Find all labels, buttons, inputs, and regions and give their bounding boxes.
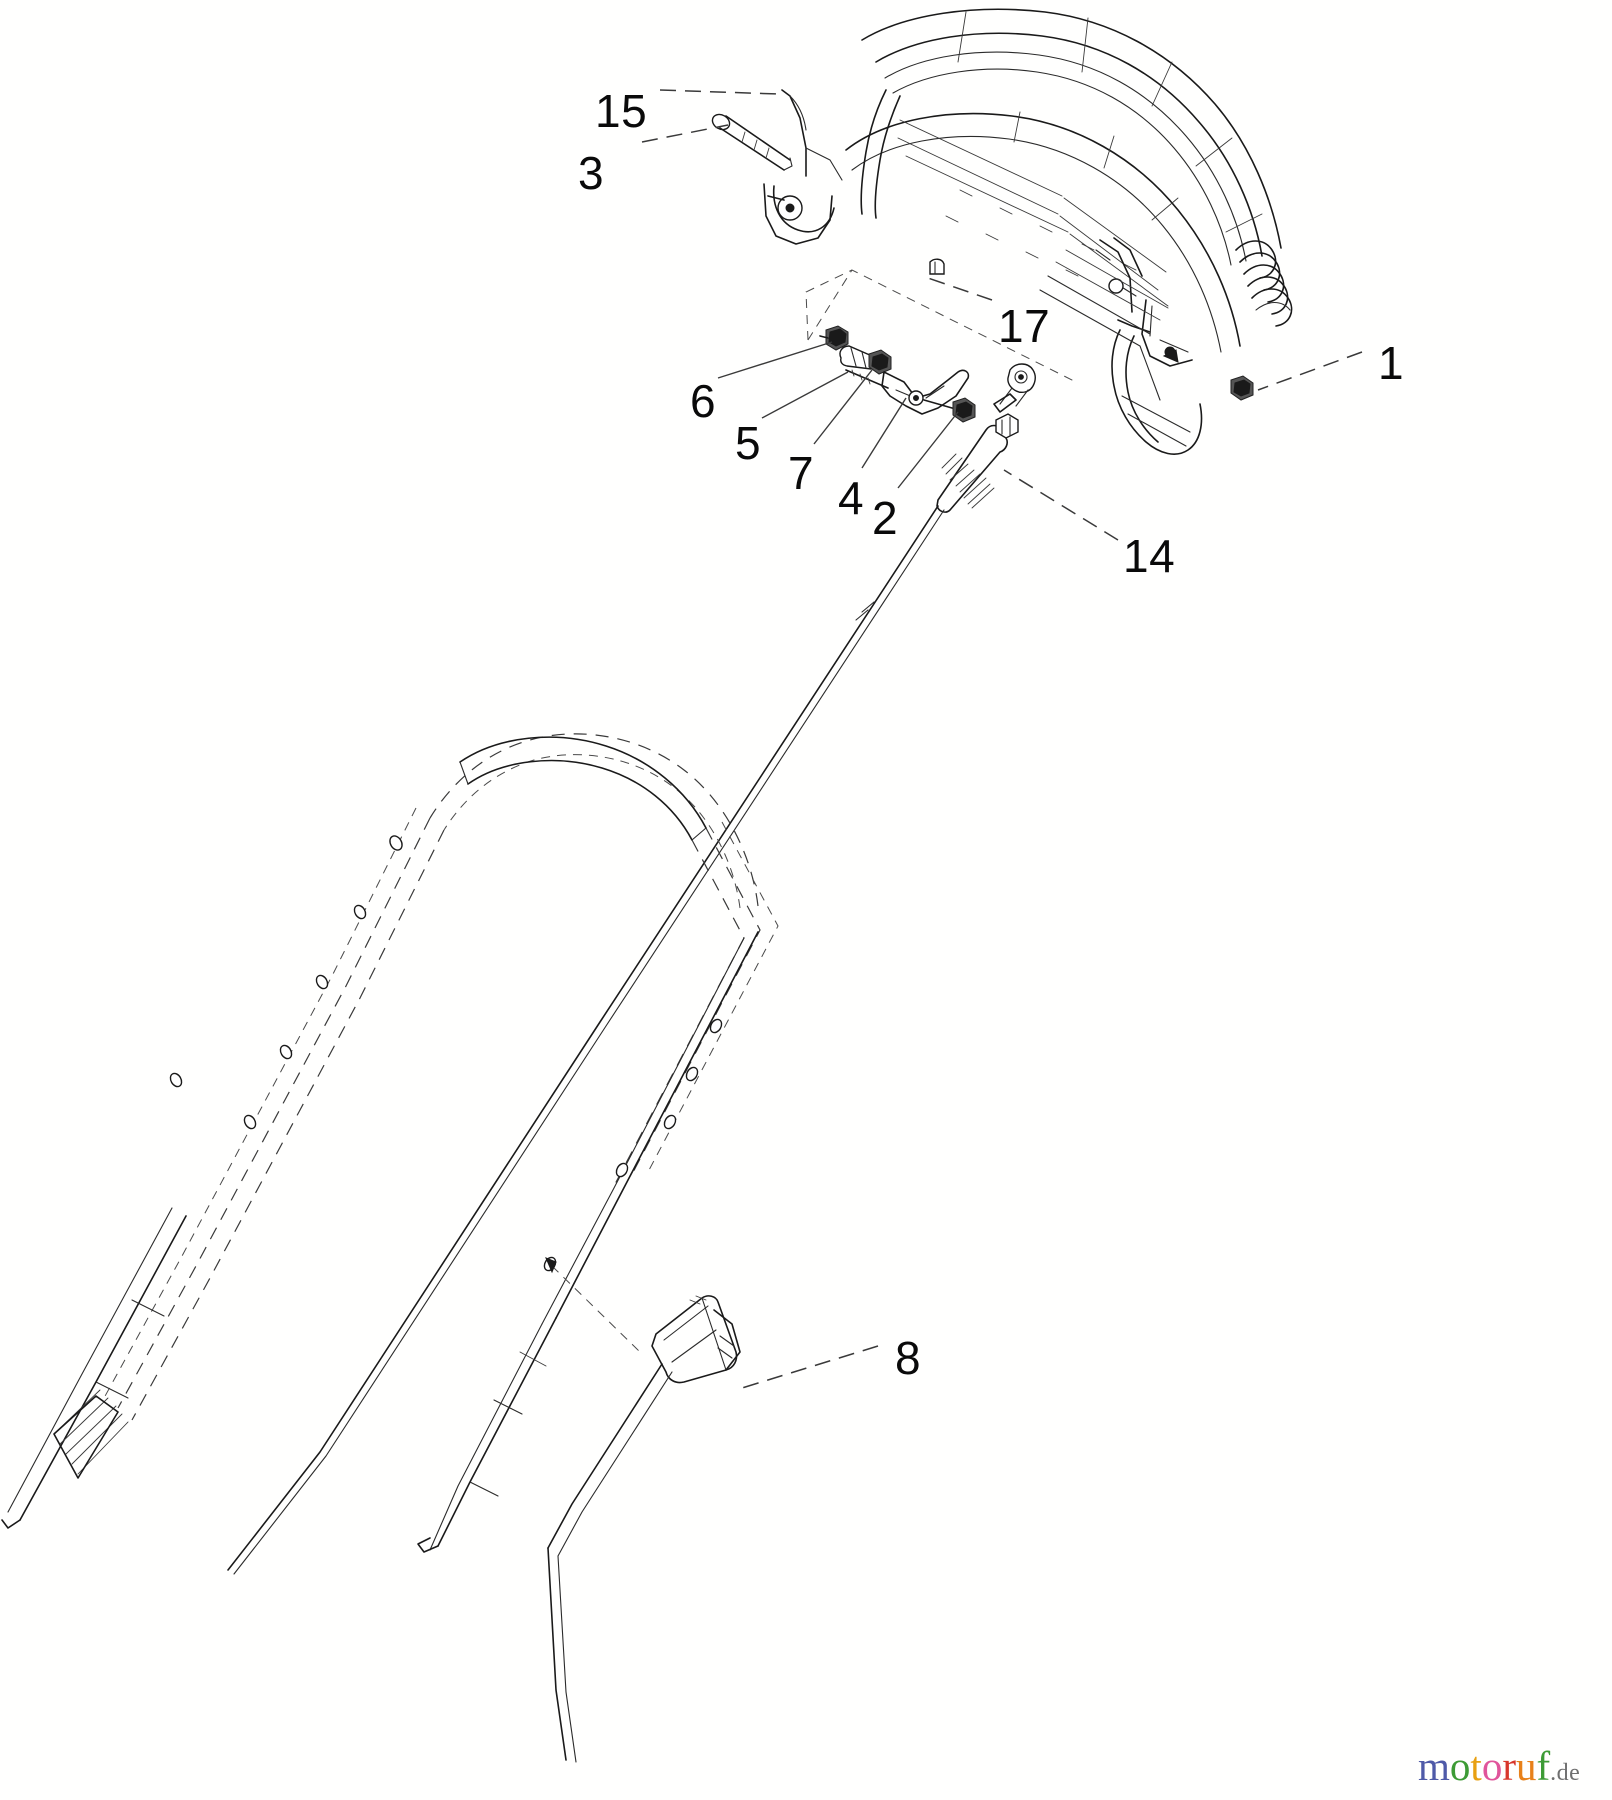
- nut-part-7: [868, 349, 892, 375]
- nut-part-1: [1230, 375, 1254, 401]
- callout-14: 14: [1123, 530, 1176, 582]
- callout-17: 17: [998, 300, 1051, 352]
- callout-15: 15: [595, 85, 648, 137]
- motoruf-watermark: motoruf.de: [1418, 1746, 1580, 1787]
- callout-4: 4: [838, 472, 865, 524]
- watermark-letter-r: r: [1502, 1743, 1516, 1789]
- leader-8: [741, 1345, 879, 1389]
- leader-lines: [641, 89, 1363, 1389]
- watermark-letter-o1: o: [1449, 1743, 1471, 1789]
- cable-upper-fitting: [999, 363, 1036, 407]
- watermark-letter-t: t: [1470, 1743, 1482, 1789]
- control-cable-part-14: [227, 363, 1036, 1575]
- watermark-letter-o2: o: [1481, 1743, 1503, 1789]
- cable-clip-part-8: [543, 1256, 741, 1763]
- nub-part-17: [929, 258, 945, 275]
- leader-1: [1257, 351, 1363, 391]
- cable-spring-sleeve: [936, 393, 1019, 513]
- callout-1: 1: [1378, 337, 1405, 389]
- callout-8: 8: [895, 1332, 922, 1384]
- leader-6: [717, 341, 833, 379]
- handle-lower-housing: [1095, 237, 1203, 455]
- leader-15: [659, 89, 779, 95]
- callout-3: 3: [578, 147, 605, 199]
- leader-2: [897, 411, 959, 489]
- leader-4: [861, 397, 907, 469]
- upper-handle-assembly: [763, 8, 1293, 455]
- handle-inner-brace: [1039, 249, 1169, 401]
- nut-part-2: [923, 397, 976, 423]
- right-rail-holes: [615, 1018, 723, 1178]
- callout-6: 6: [690, 375, 717, 427]
- leader-7: [813, 369, 873, 445]
- callout-2: 2: [872, 492, 899, 544]
- watermark-letter-f: f: [1536, 1743, 1551, 1789]
- leader-3: [641, 124, 729, 143]
- nut-part-6: [819, 325, 849, 351]
- leader-5: [761, 371, 849, 419]
- lower-handle-bar: [1, 733, 779, 1553]
- handle-spring-coil: [1235, 240, 1293, 327]
- adjustment-holes: [169, 835, 403, 1130]
- leader-17: [927, 277, 993, 301]
- bolt-part-3: [711, 113, 793, 171]
- watermark-suffix: .de: [1550, 1760, 1581, 1786]
- watermark-letter-m: m: [1418, 1743, 1450, 1789]
- fastener-parts-group: [711, 113, 1254, 423]
- handle-left-bracket: [763, 89, 901, 245]
- callout-5: 5: [735, 417, 762, 469]
- leader-14: [1003, 469, 1119, 541]
- lever-part-4: [845, 369, 970, 415]
- callout-7: 7: [788, 447, 815, 499]
- watermark-letter-u: u: [1515, 1743, 1537, 1789]
